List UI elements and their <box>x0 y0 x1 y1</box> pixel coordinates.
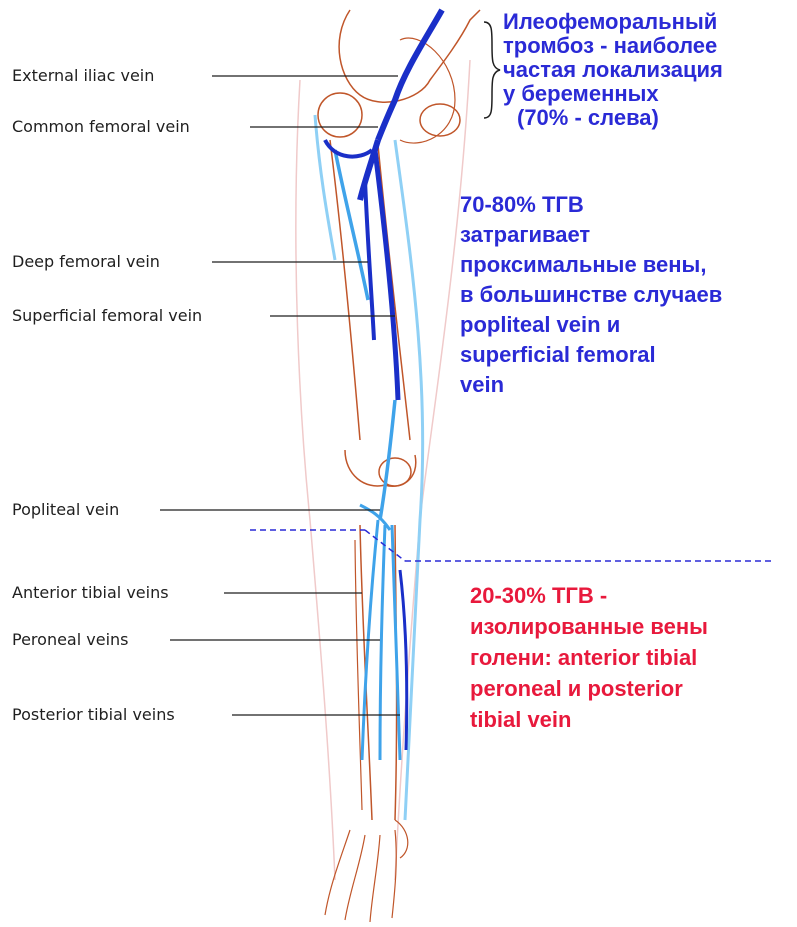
note-line: 20-30% ТГВ - <box>470 580 708 611</box>
posterior-tibial-deep <box>400 570 407 750</box>
note-line: peroneal и posterior <box>470 673 708 704</box>
note-line: в большинстве случаев <box>460 280 722 310</box>
note-line: проксимальные вены, <box>460 250 722 280</box>
curly-brace <box>484 22 500 118</box>
knee-branch-vein <box>360 505 390 530</box>
note-line: у беременных <box>503 82 723 106</box>
label-popliteal-vein: Popliteal vein <box>12 500 119 520</box>
note-line: Илеофеморальный <box>503 10 723 34</box>
note-line: vein <box>460 370 722 400</box>
note-line: 70-80% ТГВ <box>460 190 722 220</box>
pelvis-bone <box>339 10 480 102</box>
note-distal: 20-30% ТГВ - изолированные вены голени: … <box>470 580 708 735</box>
lateral-light-vein <box>315 115 335 260</box>
popliteal-vein-branch <box>380 400 395 520</box>
note-line: голени: anterior tibial <box>470 642 708 673</box>
femoral-head <box>318 93 362 137</box>
label-external-iliac-vein: External iliac vein <box>12 66 154 86</box>
label-posterior-tibial-veins: Posterior tibial veins <box>12 705 175 725</box>
label-deep-femoral-vein: Deep femoral vein <box>12 252 160 272</box>
note-line: тромбоз - наиболее <box>503 34 723 58</box>
note-line: popliteal vein и <box>460 310 722 340</box>
external-iliac-vein <box>378 10 442 140</box>
note-line: изолированные вены <box>470 611 708 642</box>
foot-bones <box>325 830 396 922</box>
label-common-femoral-vein: Common femoral vein <box>12 117 190 137</box>
label-anterior-tibial-veins: Anterior tibial veins <box>12 583 169 603</box>
patella <box>379 458 411 486</box>
note-line: superficial femoral <box>460 340 722 370</box>
note-line: tibial vein <box>470 704 708 735</box>
peroneal-vein-line <box>380 525 385 760</box>
note-proximal: 70-80% ТГВ затрагивает проксимальные вен… <box>460 190 722 400</box>
note-iliofemoral: Илеофеморальный тромбоз - наиболее часта… <box>503 10 723 130</box>
label-superficial-femoral-vein: Superficial femoral vein <box>12 306 202 326</box>
note-line: затрагивает <box>460 220 722 250</box>
superficial-femoral-vein <box>375 150 398 400</box>
note-line: (70% - слева) <box>503 106 723 130</box>
sacrum-outline <box>400 38 455 143</box>
note-line: частая локализация <box>503 58 723 82</box>
femur-condyles <box>345 450 416 486</box>
label-peroneal-veins: Peroneal veins <box>12 630 129 650</box>
